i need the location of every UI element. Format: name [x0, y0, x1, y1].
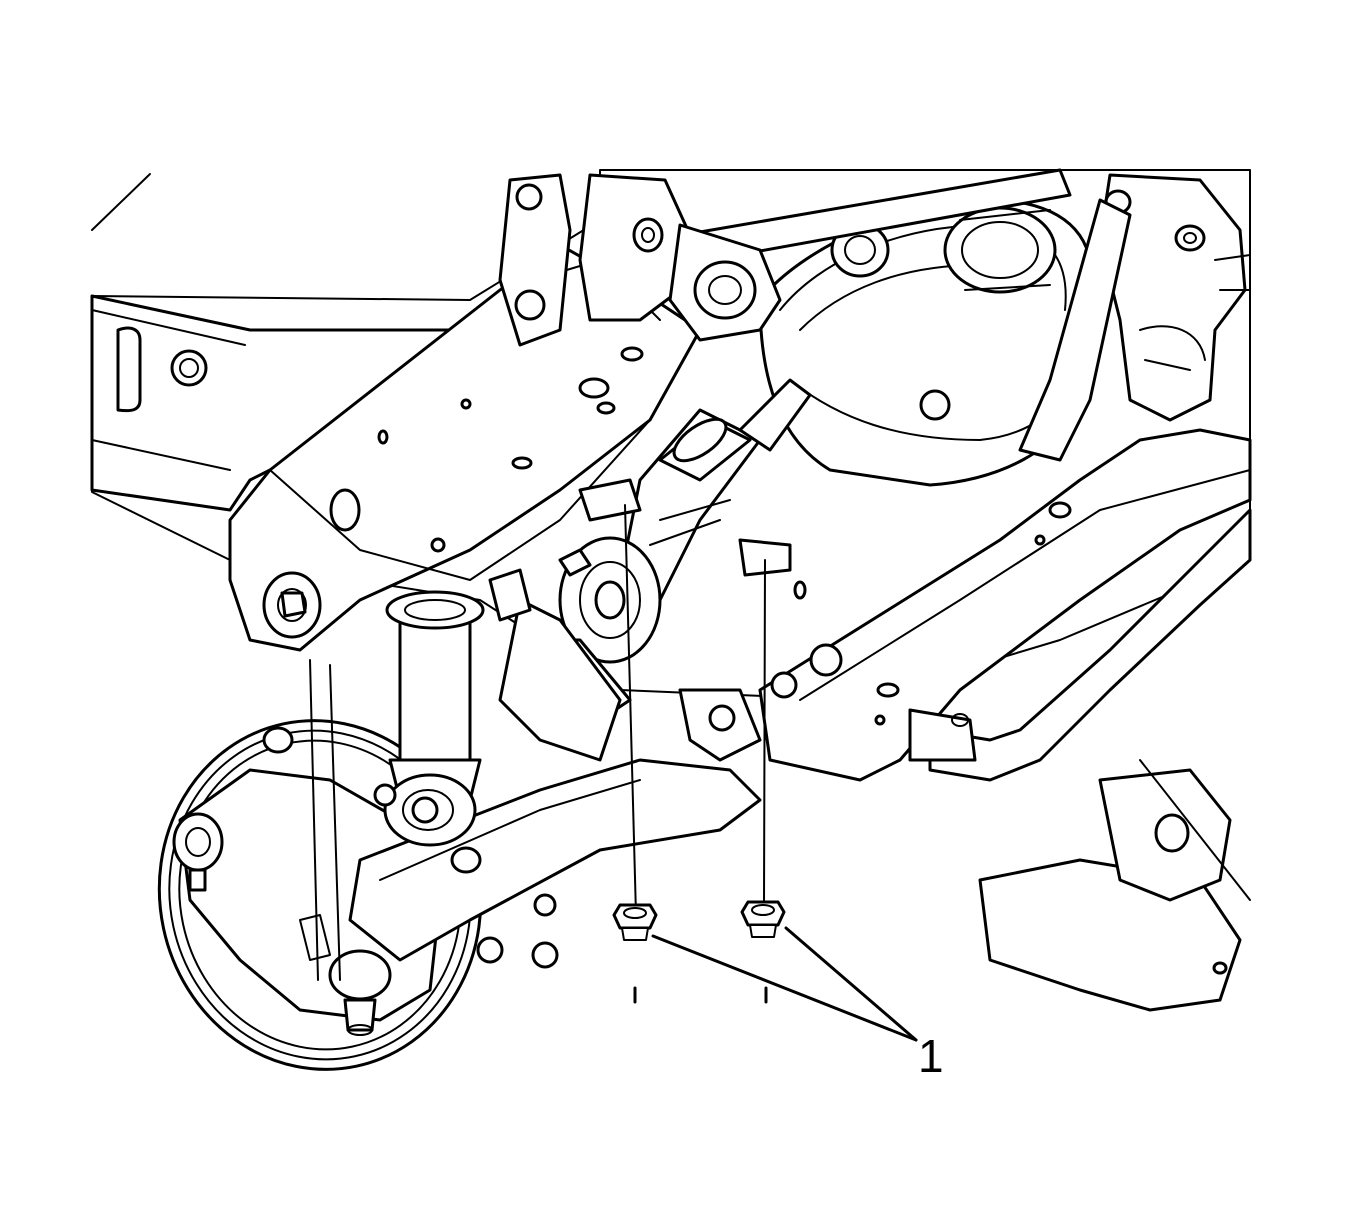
stabilizer-bar — [908, 508, 1252, 782]
shock-absorber — [309, 590, 485, 981]
mount-bracket — [498, 173, 692, 415]
left-knuckle — [172, 726, 559, 1036]
right-mount-bracket — [978, 759, 1251, 1012]
mounting-nut-left — [612, 504, 658, 1004]
right-lower-arm — [1018, 198, 1132, 462]
upper-link — [668, 223, 782, 342]
callout-label-1: 1 — [918, 1030, 944, 1082]
axle-housing — [488, 568, 622, 762]
right-crossmember — [758, 428, 1252, 782]
background-edge-line — [91, 173, 151, 231]
mounting-nut-right — [740, 559, 786, 1004]
callout-leader-lines — [651, 926, 918, 1042]
left-lower-control-arm — [348, 758, 762, 962]
